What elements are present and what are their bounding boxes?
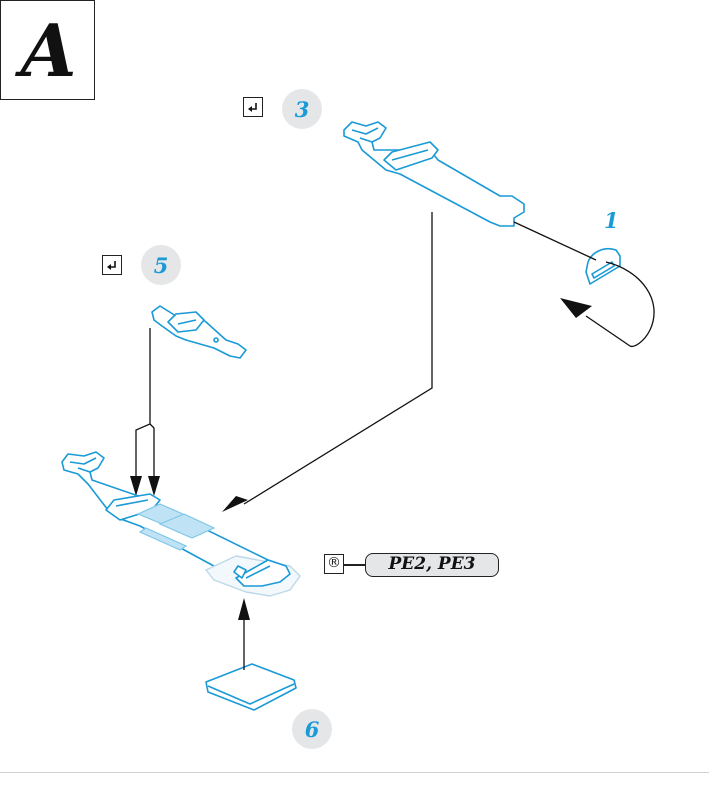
reference-connector	[344, 564, 366, 566]
loop-arrowhead	[560, 298, 592, 318]
base-etch-detail	[136, 503, 216, 551]
sheet-letter-box: A	[0, 0, 95, 100]
step-3-label: 3	[282, 89, 322, 129]
drop-lines	[135, 328, 155, 486]
plate-arrowhead	[238, 598, 250, 620]
plate-part-6	[205, 663, 297, 711]
clasp-part-5	[151, 305, 247, 359]
strap-part-3	[343, 121, 525, 227]
page-bottom-rule	[0, 772, 709, 773]
drop-arrowhead-left	[130, 476, 142, 496]
part-1-label: 1	[604, 208, 619, 233]
buckle-part-1	[585, 247, 621, 285]
step-5-label: 5	[141, 245, 181, 285]
drop-arrowhead-right	[148, 476, 160, 496]
step-6-label: 6	[292, 709, 332, 749]
fold-arrow-icon	[102, 255, 122, 275]
sheet-letter: A	[20, 8, 77, 93]
route-lines	[513, 221, 655, 348]
photo-etch-reference: PE2, PE3	[365, 553, 499, 577]
assembly-arrowhead	[222, 496, 248, 512]
assembly-arrow	[243, 212, 433, 505]
fold-arrow-icon	[243, 97, 263, 117]
reference-symbol: ®	[324, 554, 344, 574]
base-bracket	[233, 559, 291, 587]
